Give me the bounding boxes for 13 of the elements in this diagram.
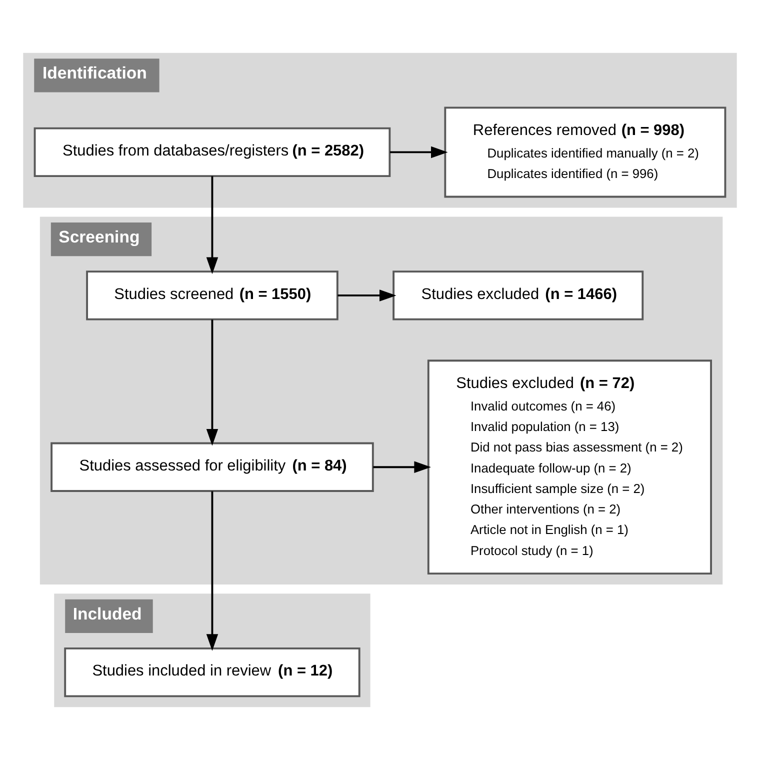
arrow (206, 176, 218, 274)
node-box: Studies assessed for eligibility (n = 84) (50, 442, 374, 492)
node-box: References removed (n = 998) Duplicates identified manually (n = 2) Duplicates identified (n = 996) (444, 106, 726, 198)
node-box: Studies screened (n = 1550) (86, 270, 338, 320)
arrow (390, 146, 448, 158)
arrow (373, 460, 431, 472)
node-box: Studies from databases/registers (n = 2582) (34, 126, 391, 177)
node-box: Studies excluded (n = 1466) (392, 270, 644, 320)
arrow (338, 289, 396, 301)
node-box: Studies included in review (n = 12) (64, 646, 360, 697)
arrow (206, 319, 218, 446)
node-box: Studies excluded (n = 72) Invalid outcomes (n = 46) Invalid population (n = 13) Did not pass bias assessment (n = 2) Inadequate follow-up (n = 2) Insufficient sample size (n = 2) Other interventions (n = 2) Article not in English (n = 1) Protocol study (n = 1) (427, 359, 712, 574)
arrow (206, 490, 218, 650)
